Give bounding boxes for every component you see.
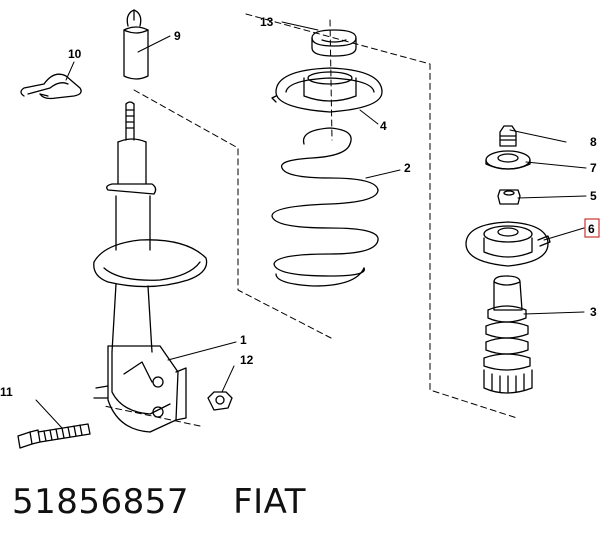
part-7-washer (485, 150, 531, 170)
callout-2: 2 (404, 161, 411, 175)
part-10-clip (20, 73, 82, 100)
part-6-top-mount (465, 221, 551, 267)
part-3-bump-stop-boot (483, 275, 533, 394)
callout-7: 7 (590, 161, 597, 175)
part-number: 51856857 (12, 482, 190, 522)
callout-1: 1 (240, 333, 247, 347)
part-11-bolt (17, 423, 91, 449)
callout-8: 8 (590, 135, 597, 149)
part-13-bearing (311, 29, 357, 57)
part-4-spring-seat (271, 67, 383, 113)
assembly-guide-lines (103, 13, 518, 427)
brand-name: FIAT (233, 482, 307, 522)
part-12-nut (207, 391, 233, 411)
callout-10: 10 (68, 47, 82, 61)
part-8-top-nut (499, 125, 517, 147)
leader-lines (35, 21, 587, 429)
callout-6: 6 (588, 222, 595, 236)
callout-4: 4 (380, 119, 387, 133)
highlight-frame-6 (584, 218, 600, 238)
callout-11: 11 (0, 385, 13, 399)
part-9-cap (123, 9, 149, 80)
callout-labels: 9 10 13 4 2 1 12 11 8 7 5 6 3 (0, 15, 600, 399)
callout-3: 3 (590, 305, 597, 319)
part-2-coil-spring (271, 127, 379, 287)
callout-9: 9 (174, 29, 181, 43)
callout-13: 13 (260, 15, 274, 29)
part-1-strut (93, 101, 208, 433)
part-5-nut (497, 189, 521, 205)
callout-12: 12 (240, 353, 254, 367)
callout-5: 5 (590, 189, 597, 203)
caption: 51856857 FIAT (12, 474, 306, 530)
